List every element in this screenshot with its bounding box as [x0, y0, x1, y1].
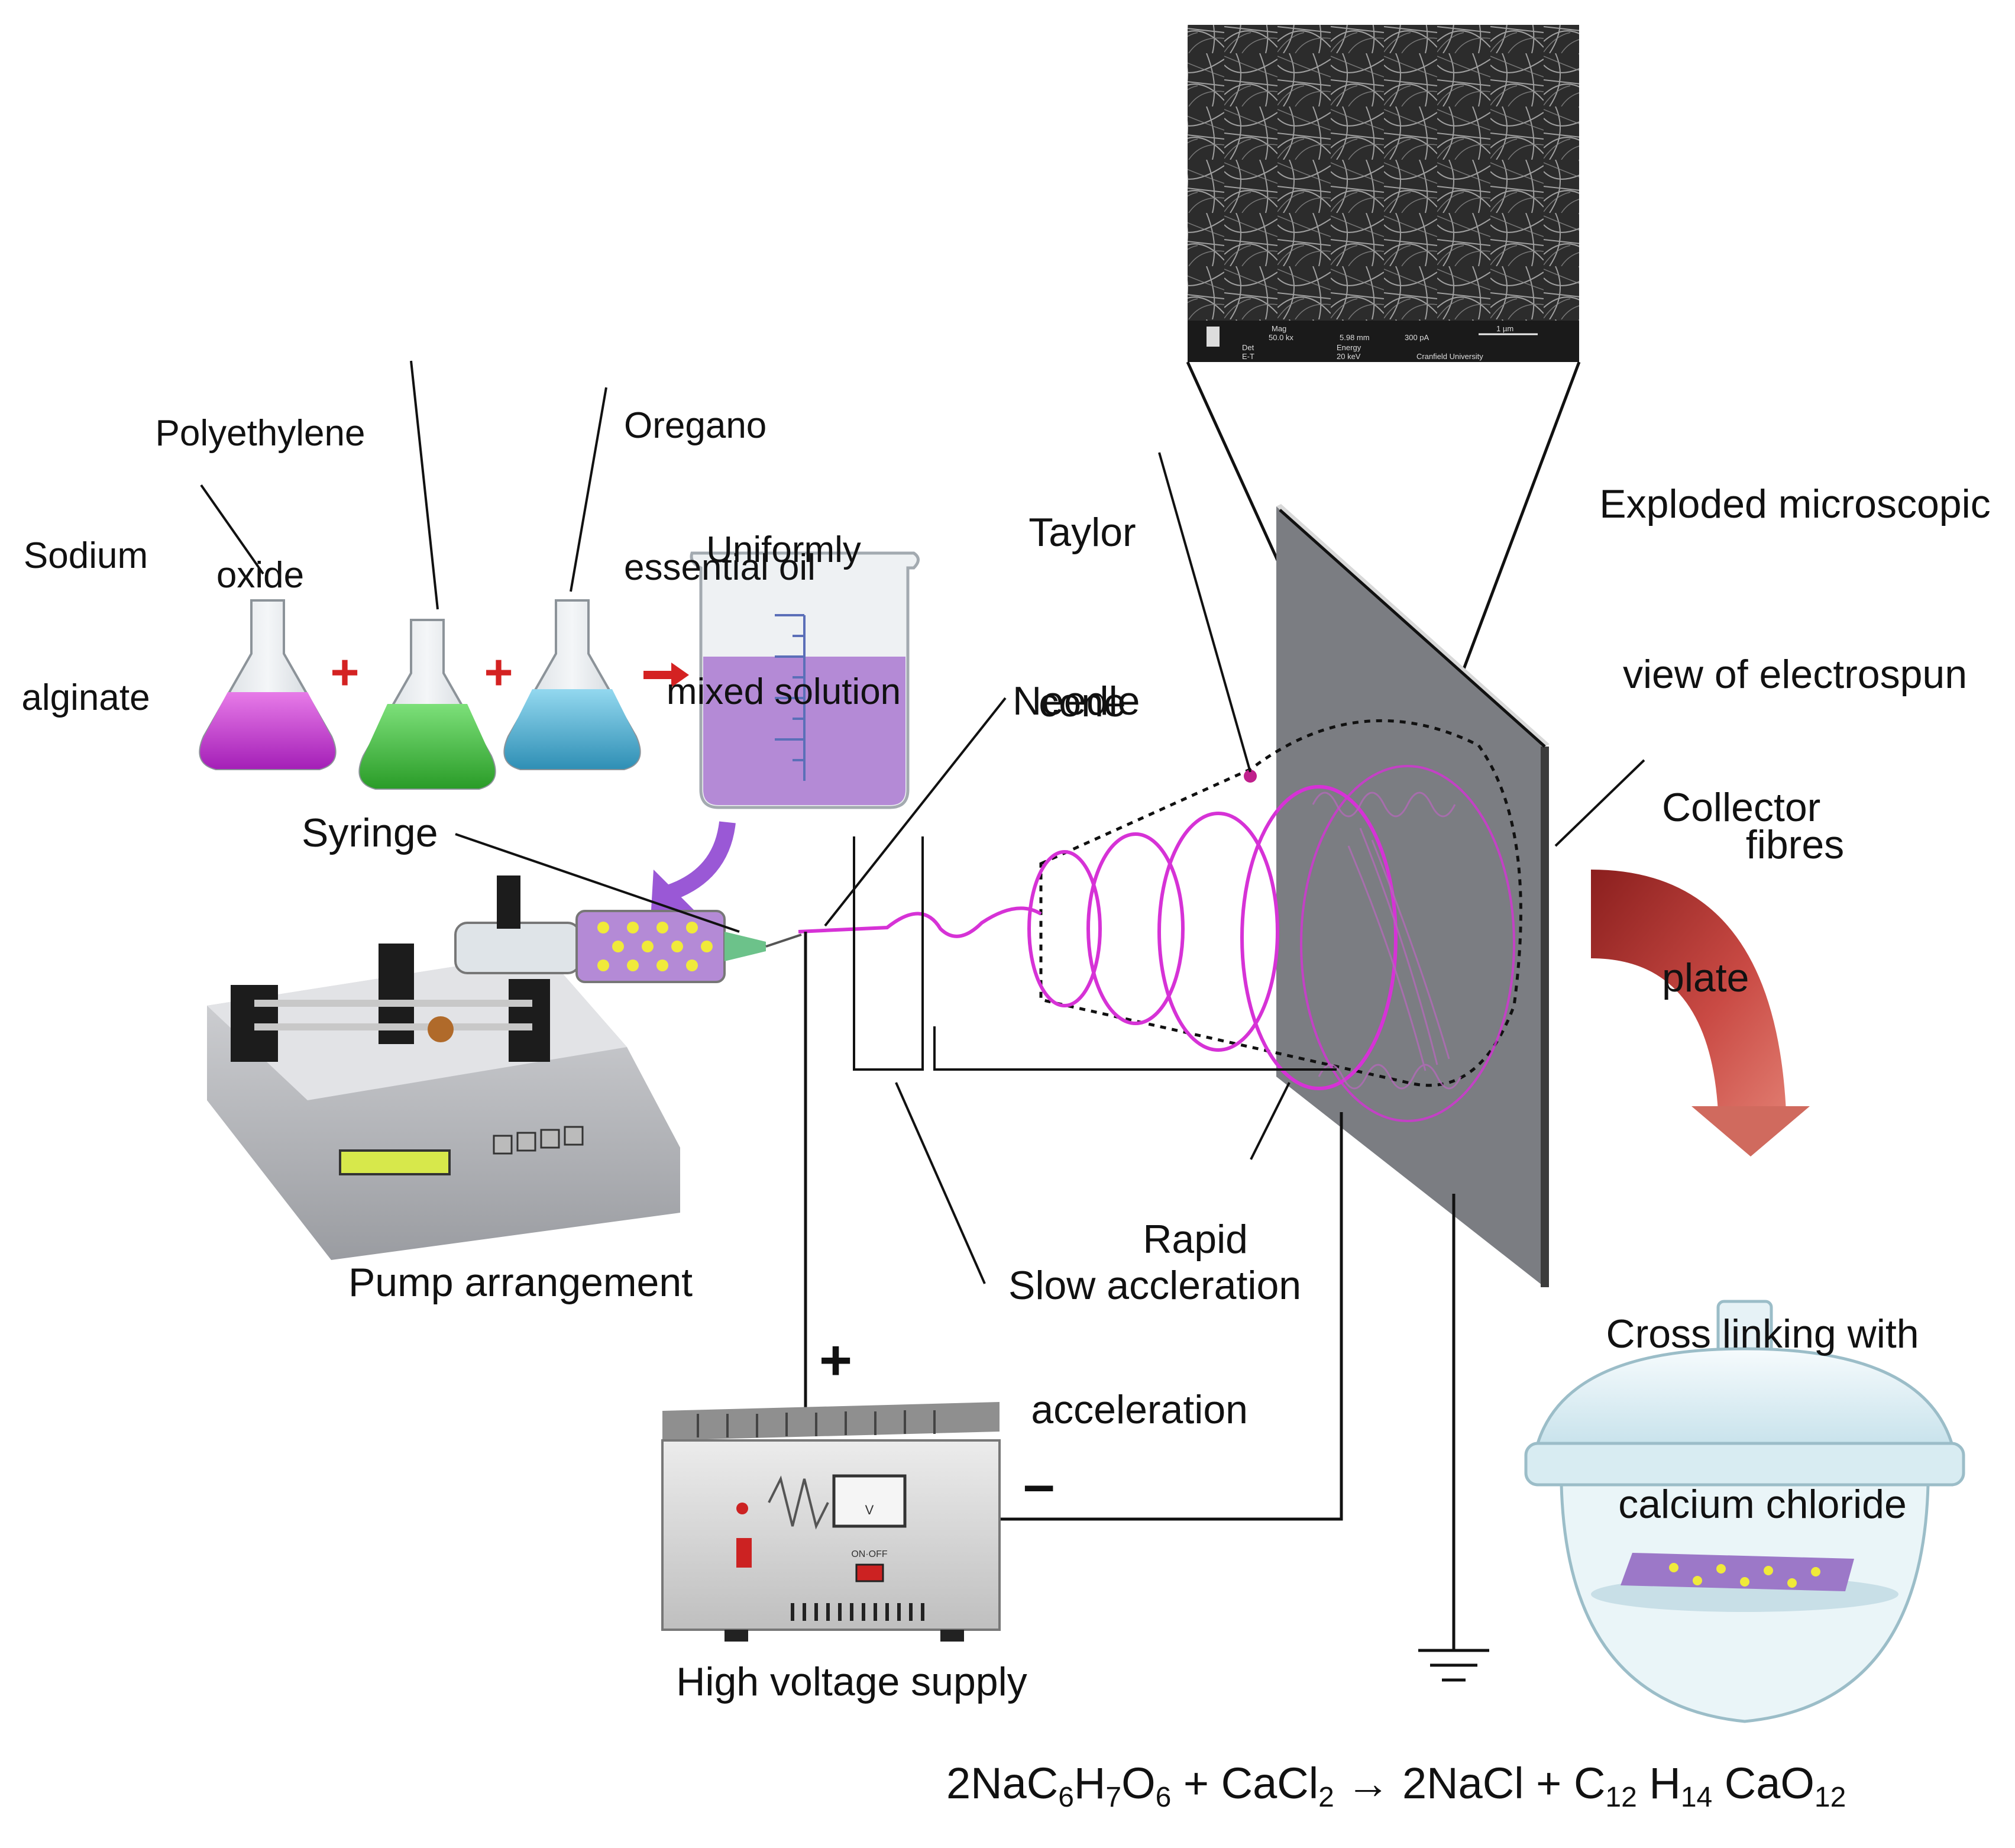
label-cross-linking: Cross linking with calcium chloride	[1606, 1311, 1919, 1527]
flask-polyethylene-oxide	[358, 619, 496, 790]
label-slow-acceleration: Slow accleration	[1008, 1263, 1302, 1308]
label-mixed-solution: Uniformly mixed solution	[666, 529, 901, 712]
sem-det-value: E-T	[1242, 352, 1254, 361]
pump-buttons	[493, 1126, 584, 1155]
voltmeter-icon	[832, 1474, 907, 1528]
sem-energy-label: Energy	[1337, 343, 1361, 352]
crosslinking-equation: 2NaC6H7O6 + CaCl2 → 2NaCl + C12 H14 CaO1…	[946, 1759, 1846, 1813]
sem-wd-value: 5.98 mm	[1340, 333, 1370, 342]
sem-energy-value: 20 keV	[1337, 352, 1361, 361]
taylor-cone-envelope	[1039, 719, 1522, 1087]
label-pump-arrangement: Pump arrangement	[348, 1260, 693, 1305]
desiccator	[1524, 1300, 1965, 1723]
sem-scale-value: 1 µm	[1496, 324, 1513, 333]
flask-oregano-oil	[503, 599, 641, 770]
power-switch-label: ON·OFF	[851, 1549, 888, 1559]
plus-sign-2: +	[484, 644, 513, 700]
fibre-deposit	[1312, 791, 1462, 1090]
label-oregano-oil: Oregano essential oil	[624, 405, 816, 588]
voltmeter-label: V	[865, 1503, 874, 1517]
acceleration-zone-brackets	[853, 836, 1337, 1071]
sem-current-value: 300 pA	[1405, 333, 1429, 342]
sem-mag-label: Mag	[1272, 324, 1286, 333]
flask-sodium-alginate	[199, 599, 337, 770]
label-taylor-cone: Taylor cone	[1028, 510, 1136, 725]
high-voltage-supply: V ON·OFF	[661, 1402, 1001, 1642]
needle	[765, 933, 802, 948]
sem-logo-icon	[1207, 327, 1220, 347]
label-rapid-acceleration: Rapid acceleration	[1031, 1217, 1248, 1432]
leader-lines	[200, 360, 1645, 1284]
circuit-wires	[804, 932, 1456, 1650]
sem-micrograph: Mag 50.0 kx 5.98 mm 300 pA 1 µm Det E-T …	[1188, 25, 1579, 362]
ground-icon	[1418, 1649, 1489, 1682]
negative-terminal-sign: –	[1023, 1453, 1055, 1516]
sem-det-label: Det	[1242, 343, 1254, 352]
label-needle: Needle	[1013, 679, 1140, 723]
syringe	[454, 875, 802, 983]
mix-arrow-icon	[643, 663, 689, 687]
transfer-arrow-icon	[665, 821, 736, 902]
crosslinking-arrow-icon	[1591, 870, 1810, 1156]
label-syringe: Syringe	[302, 810, 438, 855]
sem-mag-value: 50.0 kx	[1269, 333, 1293, 342]
taylor-cone-marker	[1244, 770, 1257, 783]
label-exploded-view: Exploded microscopic view of electrospun…	[1599, 482, 1991, 867]
positive-terminal-sign: +	[819, 1329, 853, 1392]
label-collector-plate: Collector plate	[1662, 785, 1821, 1000]
fibre-jet-spiral	[798, 765, 1515, 1122]
plus-sign-1: +	[330, 644, 359, 700]
label-polyethylene-oxide: Polyethylene oxide	[155, 413, 366, 596]
sem-org-value: Cranfield University	[1416, 352, 1483, 361]
label-high-voltage-supply: High voltage supply	[676, 1659, 1027, 1704]
label-sodium-alginate: Sodium alginate	[21, 535, 150, 718]
pump-display	[339, 1149, 451, 1175]
collector-plate	[1276, 504, 1550, 1287]
syringe-pump	[207, 944, 680, 1260]
beaker-mixed-solution	[690, 551, 920, 809]
